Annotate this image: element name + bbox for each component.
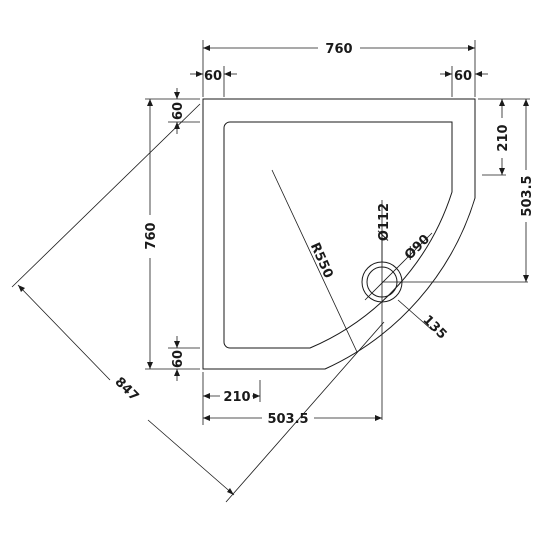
overall-height-dimension <box>145 98 200 370</box>
overall-width-label: 760 <box>325 42 352 57</box>
top-margin-left-dimension <box>168 88 200 134</box>
waste-clearance-label: 135 <box>420 313 450 343</box>
overall-width-dimension <box>202 40 476 97</box>
waste-outlet <box>361 233 528 420</box>
tray-inner-outline <box>223 121 453 349</box>
bottom-waste-dimension <box>203 415 382 421</box>
right-margin-top-label: 60 <box>454 69 472 84</box>
right-margin-top-dimension <box>440 66 488 97</box>
diagonal-dimension <box>11 103 385 503</box>
right-waste-label: 503.5 <box>520 175 535 216</box>
top-margin-left-label: 60 <box>171 102 186 120</box>
bottom-margin-left-label: 60 <box>171 350 186 368</box>
tray-outer-outline <box>202 98 476 370</box>
waste-outer-label: Ø112 <box>377 203 392 241</box>
radius-leader <box>271 169 358 353</box>
radius-label: R550 <box>307 241 336 281</box>
left-margin-top-dimension <box>190 66 237 97</box>
overall-height-label: 760 <box>144 222 159 249</box>
bottom-margin-left-dimension <box>168 336 200 381</box>
waste-inner-leader <box>364 232 433 301</box>
bottom-offset-label: 210 <box>223 390 250 405</box>
right-offset-label: 210 <box>496 124 511 151</box>
right-waste-dimension <box>523 99 529 282</box>
diagonal-label: 847 <box>112 375 142 405</box>
left-margin-top-label: 60 <box>204 69 222 84</box>
right-offset-dimension <box>478 98 530 176</box>
bottom-waste-label: 503.5 <box>267 412 308 427</box>
waste-clearance-leader <box>397 299 433 331</box>
bottom-offset-dimension <box>202 372 261 425</box>
